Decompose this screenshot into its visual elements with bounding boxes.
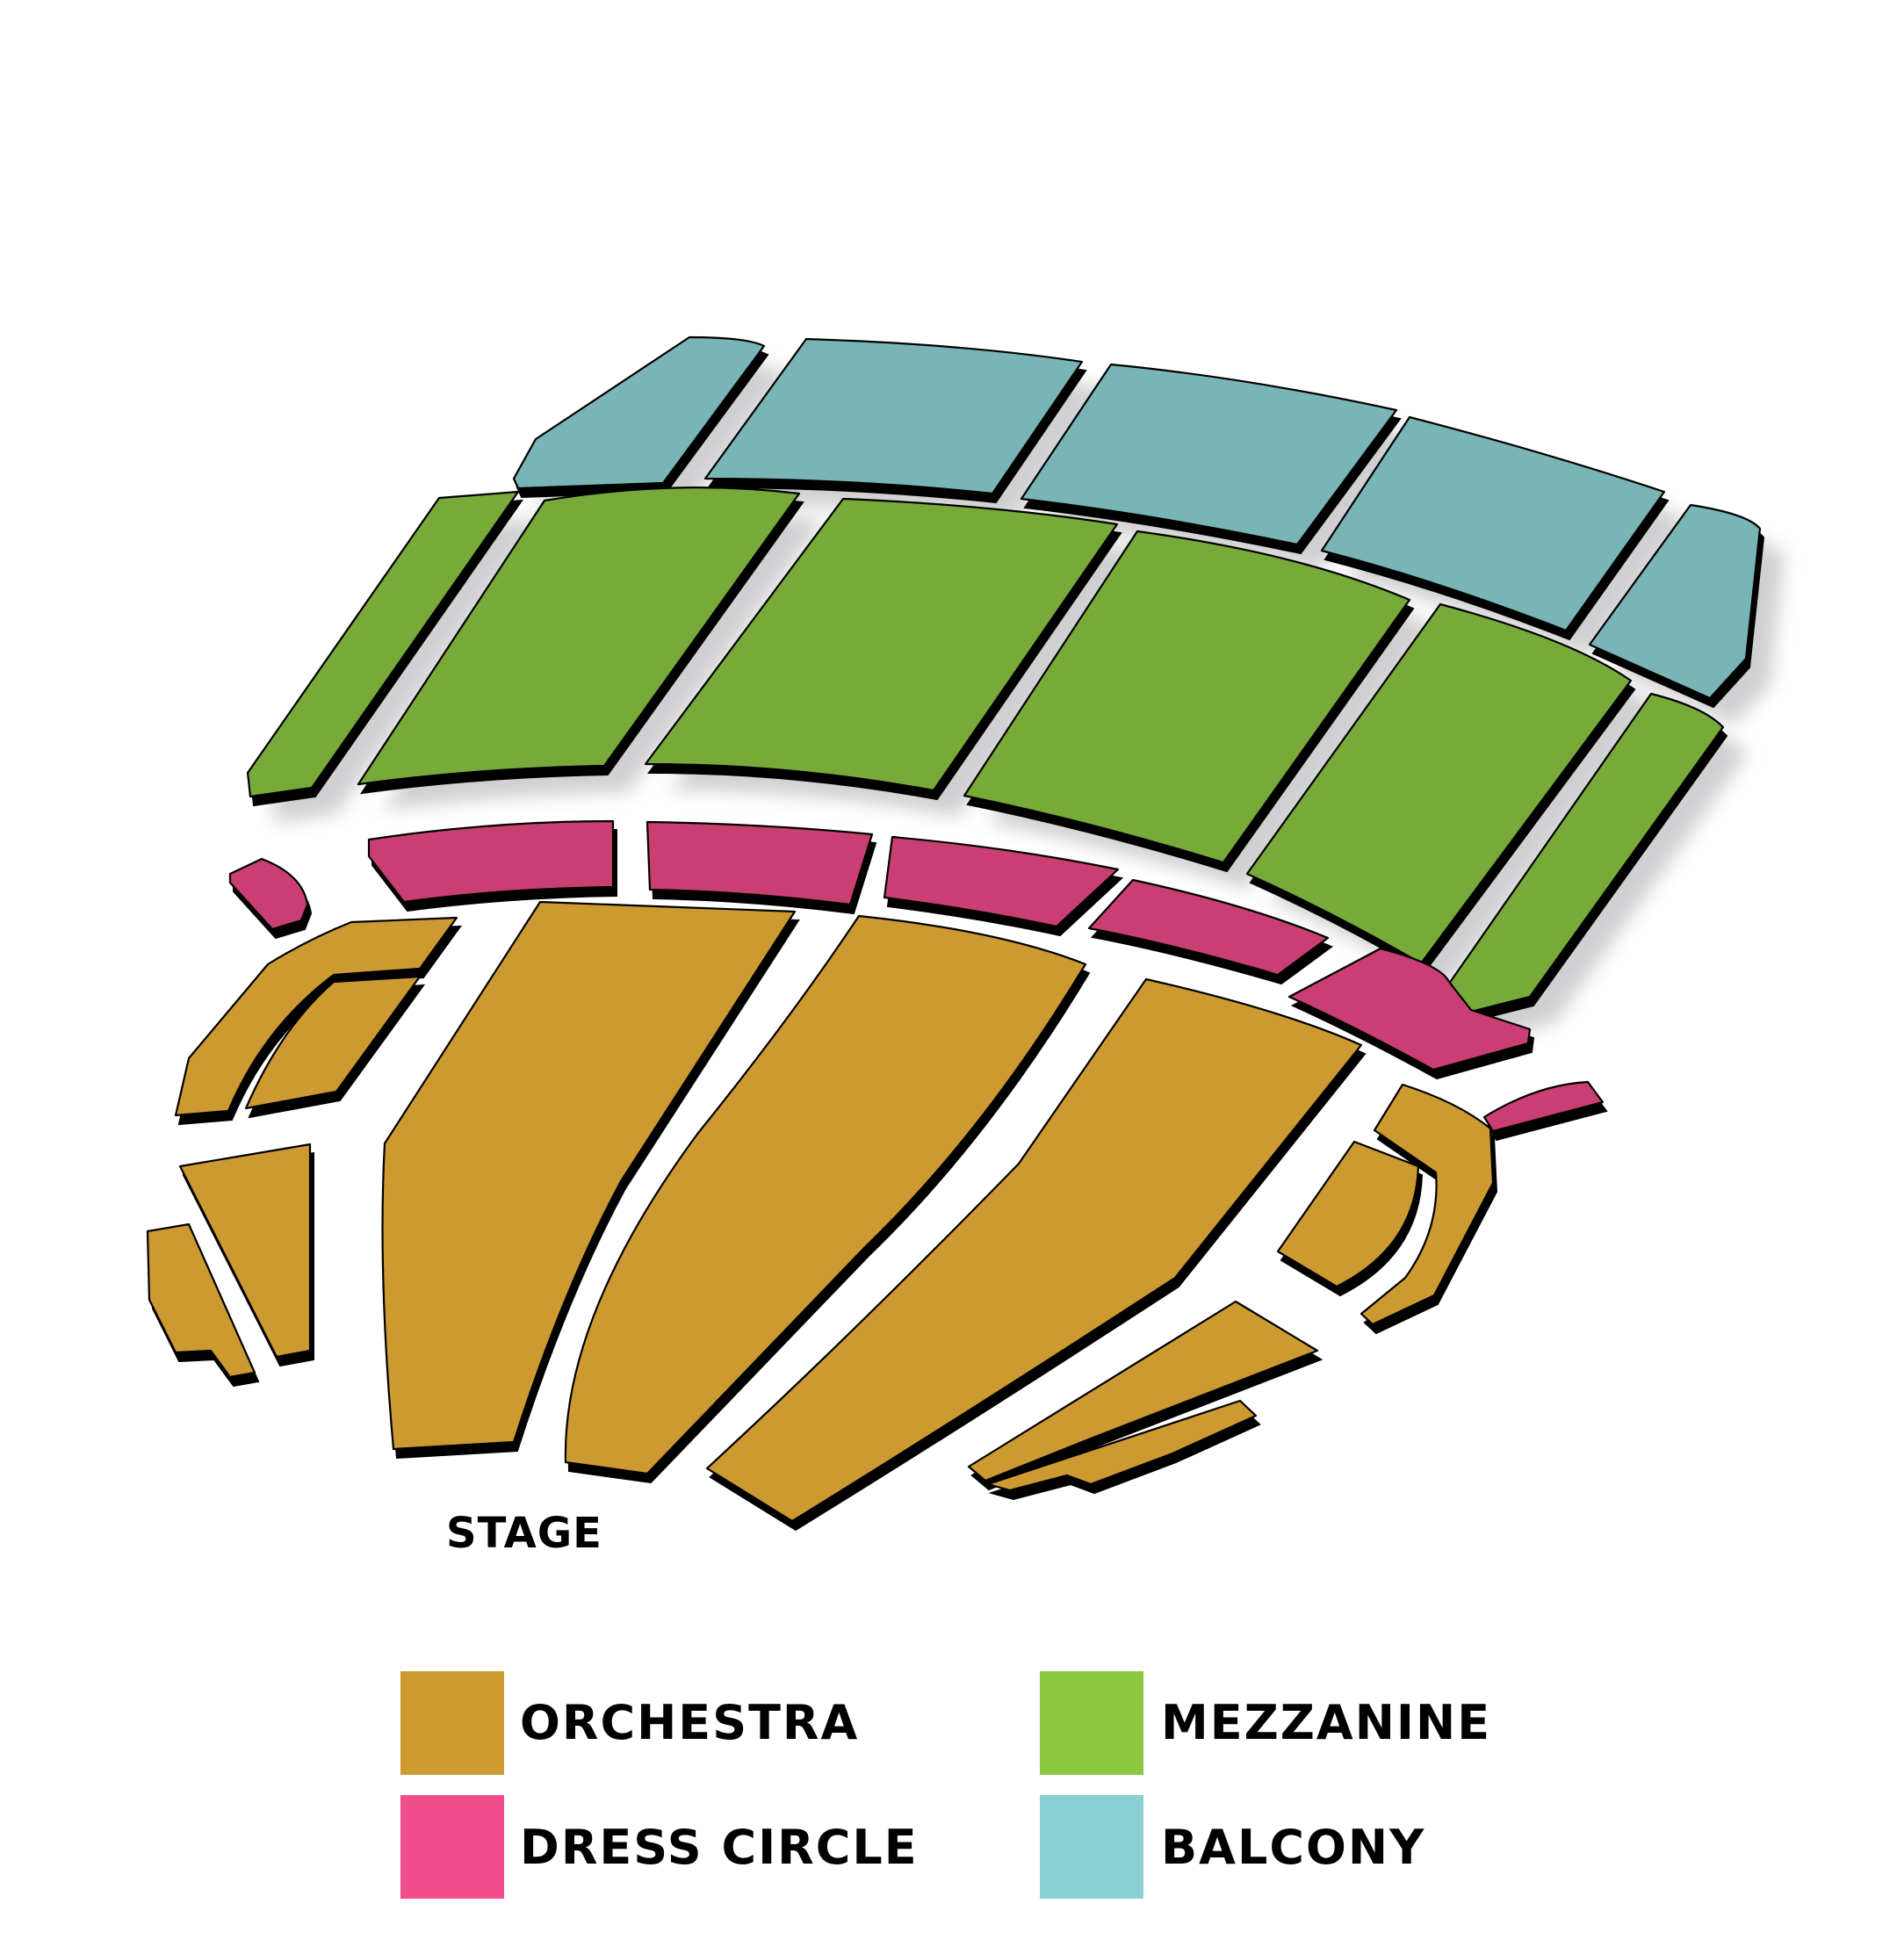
mezzanine-section-1[interactable] — [246, 490, 520, 798]
legend-swatch-balcony — [1040, 1795, 1143, 1899]
dress-circle-section-1[interactable] — [367, 819, 615, 904]
mezzanine-section-2[interactable] — [357, 487, 801, 786]
orchestra-box-lower-left[interactable] — [178, 1143, 312, 1359]
stage-label: STAGE — [446, 1509, 602, 1558]
balcony-level — [512, 335, 1765, 709]
orchestra-box-upper-right[interactable] — [1359, 1083, 1495, 1326]
mezzanine-section-4[interactable] — [963, 530, 1411, 864]
mezzanine-section-5[interactable] — [1245, 602, 1633, 965]
dress-circle-box-left[interactable] — [228, 857, 309, 931]
dress-circle-section-5[interactable] — [1287, 947, 1532, 1071]
dress-circle-section-2[interactable] — [645, 820, 874, 906]
legend-label-dress-circle: DRESS CIRCLE — [520, 1820, 919, 1875]
legend-label-orchestra: ORCHESTRA — [520, 1695, 860, 1750]
mezzanine-section-3[interactable] — [644, 497, 1119, 792]
orchestra-section-far-right[interactable] — [967, 1300, 1319, 1482]
orchestra-box-upper-left-inner[interactable] — [244, 975, 422, 1110]
orchestra-box-upper-left[interactable] — [174, 916, 458, 1117]
legend-swatch-dress-circle — [400, 1795, 504, 1899]
orchestra-section-center[interactable] — [564, 914, 1087, 1475]
orchestra-section-far-right-lower[interactable] — [986, 1399, 1258, 1492]
dress-circle-section-4[interactable] — [1087, 878, 1330, 977]
orchestra-section-right[interactable] — [705, 977, 1363, 1523]
balcony-section-3[interactable] — [1020, 363, 1398, 546]
legend-swatch-orchestra — [400, 1671, 504, 1775]
orchestra-box-far-left[interactable] — [146, 1222, 256, 1379]
legend-label-mezzanine: MEZZANINE — [1161, 1695, 1492, 1750]
balcony-section-4[interactable] — [1320, 415, 1666, 632]
mezzanine-level — [246, 487, 1728, 1022]
mezzanine-section-6[interactable] — [1447, 692, 1725, 1013]
balcony-section-5[interactable] — [1588, 503, 1762, 700]
balcony-section-2[interactable] — [703, 337, 1084, 495]
orchestra-box-lower-right[interactable] — [1276, 1140, 1420, 1288]
dress-circle-level — [228, 819, 1608, 1142]
dress-circle-box-right[interactable] — [1482, 1080, 1605, 1133]
legend-label-balcony: BALCONY — [1161, 1820, 1426, 1875]
orchestra-level — [146, 900, 1498, 1532]
orchestra-section-left[interactable] — [381, 900, 797, 1451]
balcony-section-1[interactable] — [512, 335, 766, 490]
dress-circle-section-3[interactable] — [883, 835, 1120, 928]
legend-swatch-mezzanine — [1040, 1671, 1143, 1775]
